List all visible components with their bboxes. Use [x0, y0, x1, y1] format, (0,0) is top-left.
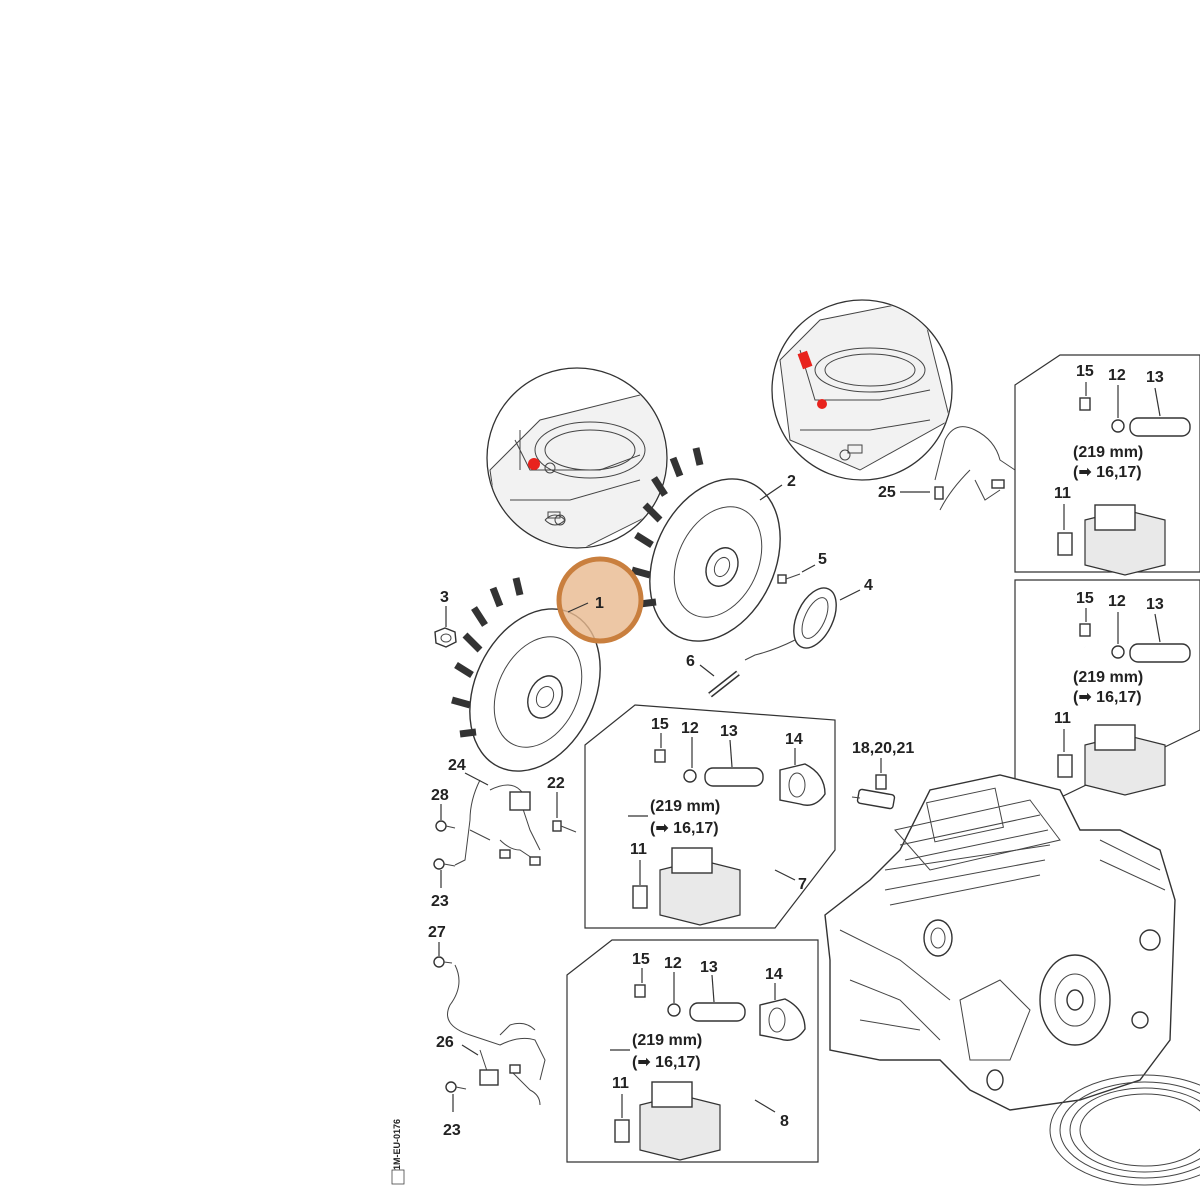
kit-8-ref: (➡ 16,17) [632, 1054, 701, 1071]
kit-r1-ref: (➡ 16,17) [1073, 464, 1142, 481]
label-1[interactable]: 1 [595, 595, 604, 612]
kit-r2-11: 11 [1054, 710, 1071, 727]
flywheel-1 [451, 577, 601, 772]
kit-r1-12: 12 [1108, 367, 1126, 384]
label-25: 25 [878, 484, 896, 501]
label-5: 5 [818, 551, 827, 568]
kit-r2-13: 13 [1146, 596, 1164, 613]
kit-8-len: (219 mm) [632, 1032, 702, 1049]
screw-23b: 23 [443, 1081, 467, 1139]
pin-6: 6 [686, 653, 740, 698]
kit-7-11: 11 [630, 841, 647, 858]
label-24: 24 [448, 757, 466, 774]
label-22: 22 [547, 775, 565, 792]
harness-25: 25 [878, 426, 1016, 511]
kit-r1-11: 11 [1054, 485, 1071, 502]
kit-7-15: 15 [651, 716, 669, 733]
kit-8-12: 12 [664, 955, 682, 972]
label-7: 7 [798, 876, 807, 893]
drawing-code: 1M-EU-0176 [392, 1119, 402, 1170]
red-marker-left [528, 458, 540, 470]
kit-8-14: 14 [765, 966, 783, 983]
screw-23a: 23 [431, 858, 456, 910]
kit-7-ref: (➡ 16,17) [650, 820, 719, 837]
kit-r2-ref: (➡ 16,17) [1073, 689, 1142, 706]
label-4: 4 [864, 577, 873, 594]
label-26: 26 [436, 1034, 454, 1051]
harness-26: 26 [436, 964, 546, 1106]
label-2: 2 [787, 473, 796, 490]
label-6: 6 [686, 653, 695, 670]
kit-r1-15: 15 [1076, 363, 1094, 380]
kit-8-11: 11 [612, 1075, 629, 1092]
detail-view-left [486, 367, 668, 549]
kit-7-14: 14 [785, 731, 803, 748]
detail-view-right [771, 299, 953, 481]
red-marker-right-bar [797, 350, 813, 370]
kit-r2-len: (219 mm) [1073, 669, 1143, 686]
label-28: 28 [431, 787, 449, 804]
screw-22: 22 [547, 775, 577, 833]
label-27: 27 [428, 924, 446, 941]
kit-box-right-1: 15 12 13 (219 mm) (➡ 16,17) 11 [1014, 354, 1200, 576]
kit-r1-len: (219 mm) [1073, 444, 1143, 461]
engine-assembly [824, 774, 1176, 1111]
red-marker-right [817, 399, 827, 409]
kit-7-len: (219 mm) [650, 798, 720, 815]
kit-8-15: 15 [632, 951, 650, 968]
kit-8-13: 13 [700, 959, 718, 976]
highlight-part-1[interactable]: 1 [556, 556, 644, 644]
kit-7-13: 13 [720, 723, 738, 740]
screw-27: 27 [428, 924, 453, 968]
ignition-module-4: 4 [744, 577, 873, 661]
harness-24: 24 [448, 757, 541, 866]
kit-7-12: 12 [681, 720, 699, 737]
label-23b: 23 [443, 1122, 461, 1139]
kit-box-right-2: 15 12 13 (219 mm) (➡ 16,17) 11 [1014, 579, 1200, 801]
drawing-code-box [391, 1169, 405, 1185]
label-18-20-21: 18,20,21 [852, 740, 914, 757]
label-8: 8 [780, 1113, 789, 1130]
label-23a: 23 [431, 893, 449, 910]
label-3: 3 [440, 589, 449, 606]
spark-plug-18: 18,20,21 [851, 740, 914, 810]
screw-28: 28 [431, 787, 456, 832]
kit-r2-12: 12 [1108, 593, 1126, 610]
kit-r2-15: 15 [1076, 590, 1094, 607]
screw-5: 5 [777, 551, 827, 584]
flywheel-2 [631, 447, 781, 642]
coiled-hose [1049, 1074, 1200, 1186]
kit-box-8: 15 12 13 14 (219 mm) (➡ 16,17) 11 8 [566, 939, 819, 1163]
kit-box-7: 15 12 13 14 (219 mm) (➡ 16,17) 11 7 [584, 704, 836, 929]
nut-3: 3 [434, 589, 457, 648]
kit-r1-13: 13 [1146, 369, 1164, 386]
